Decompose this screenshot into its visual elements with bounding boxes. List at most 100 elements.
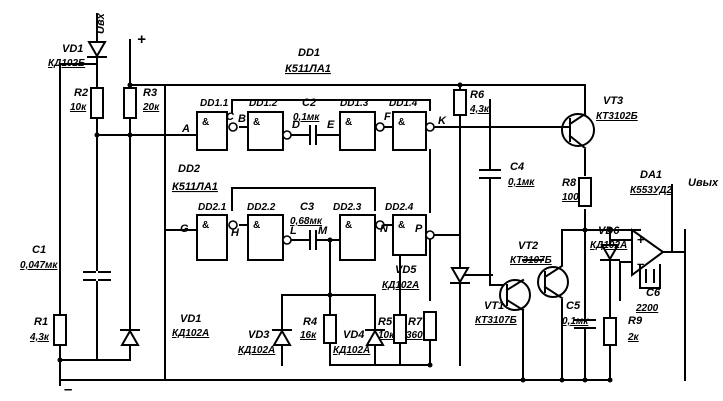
svg-text:–: –	[637, 256, 644, 271]
svg-text:4,3к: 4,3к	[469, 104, 490, 115]
svg-text:0,1мк: 0,1мк	[293, 112, 320, 123]
svg-text:C2: C2	[302, 97, 316, 109]
node-a: A	[181, 123, 190, 135]
node-m: M	[318, 225, 328, 237]
input-voltage-label: Uвх	[95, 12, 107, 34]
svg-text:VD4: VD4	[343, 329, 364, 341]
output-voltage-label: Uвых	[688, 177, 719, 189]
diode-vd1-top: VD1 КД102Б	[48, 41, 107, 69]
node-n: N	[380, 223, 389, 235]
node-h: H	[231, 227, 240, 239]
svg-text:КТ3102Б: КТ3102Б	[596, 111, 638, 122]
capacitor-c2: C2 0,1мк	[293, 97, 326, 145]
node-d: D	[292, 119, 300, 131]
svg-text:VD1: VD1	[180, 313, 201, 325]
gate-label: DD1.3	[340, 98, 369, 109]
svg-text:0,047мк: 0,047мк	[20, 260, 58, 271]
svg-text:&: &	[253, 220, 260, 231]
node-labels: A B C D E F K G H L M N P	[180, 111, 447, 239]
svg-text:10к: 10к	[378, 330, 395, 341]
svg-text:2к: 2к	[627, 332, 640, 343]
transistor-vt1: VT1 КТ3107Б	[475, 278, 531, 326]
svg-text:R8: R8	[562, 177, 577, 189]
gate-dd1-4: & DD1.4	[389, 98, 435, 151]
dd1-ref: DD1	[298, 47, 320, 59]
svg-text:R9: R9	[628, 315, 643, 327]
node-k: K	[438, 115, 447, 127]
node-b: B	[238, 113, 246, 125]
plus-rail-label: +	[137, 31, 146, 48]
gate-dd1-1: & DD1.1	[196, 98, 238, 151]
svg-text:C3: C3	[300, 201, 314, 213]
svg-text:C4: C4	[510, 161, 524, 173]
node-c: C	[226, 111, 235, 123]
svg-text:&: &	[398, 117, 405, 128]
svg-text:R4: R4	[303, 316, 317, 328]
capacitor-c6: C6 2200	[635, 269, 661, 314]
dd2-ref: DD2	[178, 163, 200, 175]
wires	[59, 13, 686, 386]
svg-text:КТ3107Б: КТ3107Б	[510, 255, 552, 266]
resistor-r4: R4 16к	[300, 314, 337, 344]
svg-text:R6: R6	[470, 89, 485, 101]
svg-text:КД102Б: КД102Б	[48, 58, 85, 69]
svg-text:VD6: VD6	[598, 225, 620, 237]
gate-label: DD2.1	[198, 202, 227, 213]
svg-text:&: &	[345, 117, 352, 128]
resistor-r8: R8 100	[562, 177, 592, 207]
gate-label: DD1.2	[249, 98, 278, 109]
gate-label: DD1.1	[200, 98, 229, 109]
gate-dd2-3: & DD2.3	[333, 202, 385, 261]
gate-dd1-3: & DD1.3	[339, 98, 385, 151]
svg-text:КТ3107Б: КТ3107Б	[475, 315, 517, 326]
resistor-r5: R5 10к	[378, 314, 407, 344]
svg-text:16к: 16к	[300, 330, 317, 341]
capacitor-c5: C5 0,1мк	[562, 300, 596, 329]
svg-text:2200: 2200	[635, 303, 659, 314]
svg-text:КД102А: КД102А	[333, 345, 370, 356]
node-l: L	[290, 225, 297, 237]
svg-text:DA1: DA1	[640, 169, 662, 181]
resistor-r6: R6 4,3к	[453, 89, 490, 116]
svg-text:VT2: VT2	[518, 240, 538, 252]
svg-text:4,3к: 4,3к	[29, 332, 50, 343]
svg-text:КД102А: КД102А	[238, 345, 275, 356]
gate-dd2-4: & DD2.4	[385, 202, 435, 256]
svg-text:10к: 10к	[70, 102, 87, 113]
svg-text:R7: R7	[408, 316, 423, 328]
diode-vd1-bottom: VD1 КД102А	[120, 313, 209, 346]
svg-text:&: &	[202, 117, 209, 128]
svg-text:R3: R3	[143, 87, 157, 99]
svg-text:КД102А: КД102А	[382, 280, 419, 291]
svg-text:20к: 20к	[142, 102, 160, 113]
node-p: P	[415, 223, 423, 235]
opamp-da1: + – DA1 К553УД2	[630, 169, 673, 277]
svg-text:&: &	[202, 220, 209, 231]
diode-vd4: VD4 КД102А	[333, 328, 385, 356]
gate-dd2-2: & DD2.2	[247, 202, 292, 261]
node-g: G	[180, 223, 189, 235]
svg-text:0,68мк: 0,68мк	[290, 216, 323, 227]
gate-label: DD2.3	[333, 202, 362, 213]
svg-text:R1: R1	[34, 316, 48, 328]
resistor-r9: R9 2к	[603, 315, 643, 346]
svg-text:КД102А: КД102А	[172, 328, 209, 339]
svg-text:+: +	[637, 232, 645, 247]
svg-text:R5: R5	[378, 316, 393, 328]
svg-text:R2: R2	[74, 87, 88, 99]
diode-vd6: VD6 КД102А	[590, 225, 627, 262]
resistor-r2: R2 10к	[70, 87, 104, 119]
svg-text:VD3: VD3	[248, 329, 269, 341]
svg-text:VD5: VD5	[395, 264, 417, 276]
svg-text:100: 100	[562, 192, 579, 203]
svg-text:VT1: VT1	[484, 300, 504, 312]
gate-label: DD2.2	[247, 202, 276, 213]
resistor-r7: R7 360	[406, 311, 437, 341]
svg-text:C1: C1	[32, 244, 46, 256]
gate-dd2-1: & DD2.1	[196, 202, 238, 261]
node-e: E	[327, 119, 335, 131]
capacitor-c3: C3 0,68мк	[290, 201, 326, 250]
svg-text:&: &	[253, 117, 260, 128]
diode-vd5: VD5 КД102А	[382, 264, 470, 291]
